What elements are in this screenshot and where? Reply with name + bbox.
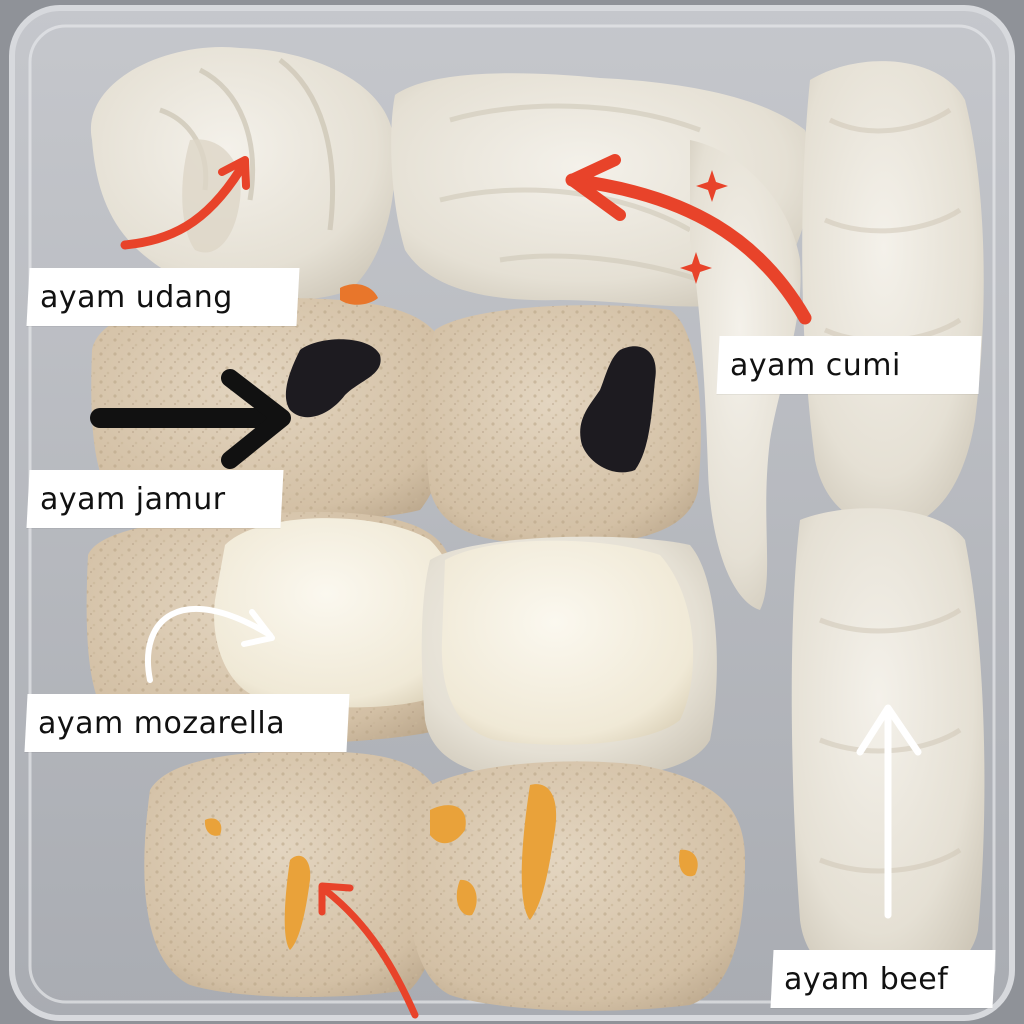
arrow-udang <box>120 156 250 250</box>
label-ayam-beef: ayam beef <box>770 950 996 1008</box>
mushroom-topping <box>580 346 656 473</box>
arrow-jamur <box>90 369 291 469</box>
arrow-carrot <box>318 882 419 1019</box>
arrow-mozarella <box>145 605 275 683</box>
label-ayam-cumi: ayam cumi <box>716 336 982 394</box>
label-ayam-jamur: ayam jamur <box>26 470 284 528</box>
arrow-beef <box>856 704 922 919</box>
label-ayam-udang: ayam udang <box>26 268 300 326</box>
dumpling-mozarella <box>86 511 717 780</box>
arrow-cumi <box>565 154 812 325</box>
dumpling-carrot <box>144 750 745 1011</box>
mushroom-topping <box>285 339 381 418</box>
label-ayam-mozarella: ayam mozarella <box>24 694 350 752</box>
